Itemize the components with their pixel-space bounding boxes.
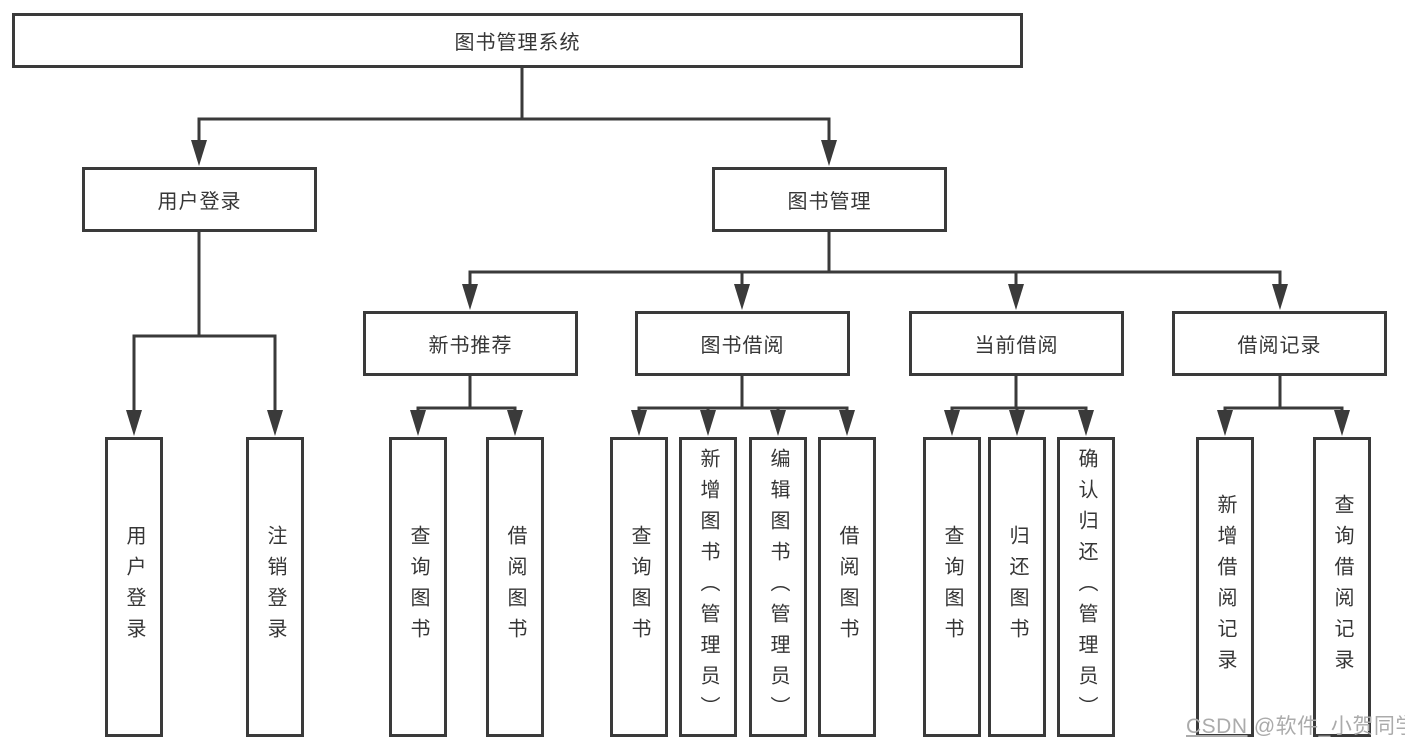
leaf-add-borrow-record: 新增借阅记录 [1196, 437, 1254, 737]
leaf-return-book: 归还图书 [988, 437, 1046, 737]
node-book-borrow: 图书借阅 [635, 311, 850, 376]
node-label: 图书管理系统 [454, 32, 581, 54]
node-label: 借阅图书 [504, 525, 526, 649]
node-label: 查询图书 [941, 525, 963, 649]
leaf-borrow-book: 借阅图书 [818, 437, 876, 737]
node-current-borrow: 当前借阅 [909, 311, 1124, 376]
leaf-edit-book-admin: 编辑图书（管理员） [749, 437, 807, 737]
node-label: 新增图书（管理员） [697, 447, 719, 727]
node-label: 编辑图书（管理员） [767, 447, 789, 727]
arrowhead-group [126, 140, 1350, 436]
node-label: 查询图书 [407, 525, 429, 649]
leaf-add-book-admin: 新增图书（管理员） [679, 437, 737, 737]
node-book-management-branch: 图书管理 [712, 167, 947, 232]
node-new-book-recommend: 新书推荐 [363, 311, 578, 376]
node-label: 图书管理 [787, 191, 872, 213]
leaf-logout: 注销登录 [246, 437, 304, 737]
leaf-confirm-return-admin: 确认归还（管理员） [1057, 437, 1115, 737]
node-label: 用户登录 [157, 191, 242, 213]
node-user-login-branch: 用户登录 [82, 167, 317, 232]
node-label: 确认归还（管理员） [1075, 447, 1097, 727]
node-label: 查询图书 [628, 525, 650, 649]
leaf-recommend-borrow-book: 借阅图书 [486, 437, 544, 737]
node-label: 新增借阅记录 [1214, 494, 1236, 680]
node-label: 图书借阅 [700, 335, 785, 357]
watermark-prefix: CSDN [1186, 715, 1248, 738]
leaf-query-borrow-record: 查询借阅记录 [1313, 437, 1371, 737]
leaf-recommend-query-book: 查询图书 [389, 437, 447, 737]
node-label: 借阅记录 [1237, 335, 1322, 357]
node-library-management-system: 图书管理系统 [12, 13, 1023, 68]
node-label: 查询借阅记录 [1331, 494, 1353, 680]
node-borrow-record: 借阅记录 [1172, 311, 1387, 376]
csdn-watermark: CSDN @软件_小贺同学 [1186, 710, 1405, 740]
node-label: 新书推荐 [428, 335, 513, 357]
node-label: 借阅图书 [836, 525, 858, 649]
node-label: 注销登录 [264, 525, 286, 649]
node-label: 归还图书 [1006, 525, 1028, 649]
watermark-handle: @软件_小贺同学 [1247, 715, 1405, 738]
node-label: 当前借阅 [974, 335, 1059, 357]
leaf-current-query-book: 查询图书 [923, 437, 981, 737]
leaf-borrow-query-book: 查询图书 [610, 437, 668, 737]
node-label: 用户登录 [123, 525, 145, 649]
leaf-user-login: 用户登录 [105, 437, 163, 737]
